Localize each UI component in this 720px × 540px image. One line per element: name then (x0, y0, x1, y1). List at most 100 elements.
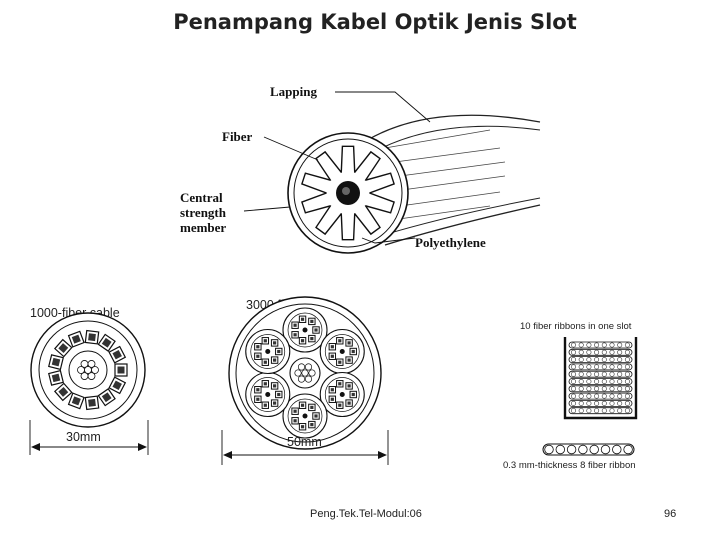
ribbon-fiber (610, 401, 614, 405)
ribbon-fiber (587, 350, 591, 354)
unit-ribbon (277, 393, 280, 396)
ribbon-fiber (618, 401, 622, 405)
unit-ribbon (293, 333, 296, 336)
ribbon-outline (569, 386, 632, 392)
ribbon-fiber (545, 445, 554, 454)
ribbon-fiber (618, 357, 622, 361)
ribbon-fiber (602, 379, 606, 383)
unit-ribbon (310, 423, 313, 426)
ribbon-fiber (618, 372, 622, 376)
slot-unit (246, 330, 290, 374)
unit-ribbon (264, 339, 267, 342)
label-lapping: Lapping (270, 84, 317, 99)
ribbon-fiber (579, 357, 583, 361)
unit-ribbon (352, 393, 355, 396)
label-ribbon-caption: 0.3 mm-thickness 8 fiber ribbon (503, 460, 636, 471)
ribbon-fiber (602, 365, 606, 369)
ribbon (569, 379, 632, 385)
label-central-3: member (180, 220, 226, 235)
ribbon-outline (569, 379, 632, 385)
ribbon-fiber (556, 445, 565, 454)
ribbon-outline (569, 342, 632, 348)
ribbon-fiber (625, 379, 629, 383)
ribbon-fiber (594, 387, 598, 391)
label-50mm: 50mm (287, 435, 322, 449)
ribbon-fiber (587, 372, 591, 376)
slot-unit (290, 358, 320, 388)
slot-unit (320, 373, 364, 417)
ribbon-fiber (625, 372, 629, 376)
ribbon-fiber (567, 445, 576, 454)
unit-center (265, 349, 270, 354)
slot-unit (246, 373, 290, 417)
cable-3000-fiber: 3000 fiber cable 50mm (222, 297, 388, 465)
ribbon-fiber (610, 365, 614, 369)
unit-ribbon (338, 339, 341, 342)
ribbon-fiber (571, 365, 575, 369)
slot-unit (283, 394, 327, 438)
label-ribbons-in-slot: 10 fiber ribbons in one slot (520, 321, 632, 332)
unit-ribbon (338, 361, 341, 364)
ribbon-fiber (579, 394, 583, 398)
ribbon-fiber (625, 357, 629, 361)
ribbon-fiber (571, 401, 575, 405)
ribbon-fiber (579, 350, 583, 354)
core-fiber (298, 376, 304, 382)
ribbon-fiber (579, 409, 583, 413)
ribbon-fiber (610, 372, 614, 376)
ribbon-outline (569, 393, 632, 399)
ribbon-fiber (571, 387, 575, 391)
ribbon-fiber (594, 350, 598, 354)
ribbon-fiber (579, 445, 588, 454)
ribbon-fiber (625, 387, 629, 391)
ribbon-fiber (610, 379, 614, 383)
ribbon-outline (569, 400, 632, 406)
ribbon-fiber (602, 357, 606, 361)
ribbon (569, 357, 632, 363)
ribbon-fiber (594, 372, 598, 376)
core-fiber (309, 370, 315, 376)
unit-ribbon (310, 337, 313, 340)
central-leader (244, 207, 290, 211)
ribbon-fiber (602, 401, 606, 405)
unit-ribbon (273, 359, 276, 362)
unit-ribbon (264, 404, 267, 407)
unit-ribbon (301, 318, 304, 321)
ribbon-fiber (601, 445, 610, 454)
unit-ribbon (264, 382, 267, 385)
unit-center (303, 328, 308, 333)
ribbon-fiber (613, 445, 622, 454)
unit-ribbon (293, 419, 296, 422)
ribbon-fiber (625, 394, 629, 398)
ribbon-fiber (587, 379, 591, 383)
unit-ribbon (338, 404, 341, 407)
ribbon-fiber (625, 343, 629, 347)
ribbon-fiber (571, 394, 575, 398)
ribbon-fiber (594, 365, 598, 369)
unit-ribbon (256, 398, 259, 401)
stacked-ribbons (569, 342, 632, 414)
unit-ribbon (314, 328, 317, 331)
cable-1000-fiber: 1000-fiber cable 30mm (30, 306, 148, 455)
unit-ribbon (264, 361, 267, 364)
ribbon-fiber (625, 401, 629, 405)
ribbon-fiber (625, 365, 629, 369)
unit-center (340, 392, 345, 397)
core-fiber (298, 364, 304, 370)
ribbon-fiber (610, 350, 614, 354)
ribbon-fiber (594, 357, 598, 361)
unit-ribbon (331, 388, 334, 391)
ribbon-fiber (590, 445, 599, 454)
ribbon-outline (569, 408, 632, 414)
unit-ribbon (273, 384, 276, 387)
lapping-leader (335, 92, 430, 122)
ribbon-stack (118, 367, 125, 374)
unit-ribbon (301, 404, 304, 407)
unit-ribbon (256, 388, 259, 391)
ribbon-fiber (579, 343, 583, 347)
unit-ribbon (347, 341, 350, 344)
ribbon-slot (49, 371, 64, 386)
footer-module-text: Peng.Tek.Tel-Modul:06 (310, 508, 422, 520)
core-fiber (305, 376, 311, 382)
unit-center (340, 349, 345, 354)
